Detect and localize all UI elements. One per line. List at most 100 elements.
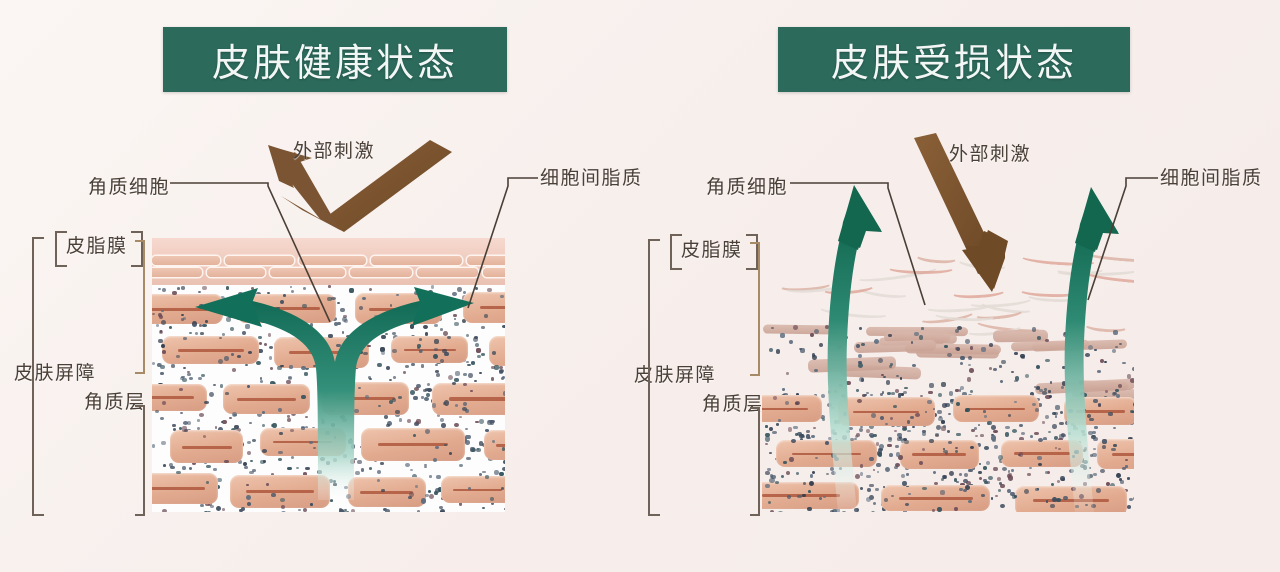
lipid-dot xyxy=(202,286,207,290)
lipid-dot xyxy=(1065,421,1069,425)
lipid-dot xyxy=(201,374,205,377)
lipid-dot xyxy=(1130,378,1134,382)
lipid-dot xyxy=(296,467,299,470)
lipid-dot xyxy=(839,384,842,387)
lipid-dot xyxy=(896,452,901,456)
lipid-dot xyxy=(243,462,247,465)
lipid-dot xyxy=(1082,433,1086,436)
lipid-dot xyxy=(789,457,793,462)
healthy-corneum-bracket-bottom xyxy=(135,405,145,516)
lipid-dot xyxy=(1045,339,1050,342)
lipid-dot xyxy=(389,379,392,381)
lipid-dot xyxy=(490,420,495,424)
sebum-film-flake xyxy=(956,254,1008,272)
damaged-cell-shard xyxy=(763,324,841,334)
healthy-sebum-film-label: 皮脂膜 xyxy=(66,231,128,258)
lipid-dot xyxy=(765,436,770,441)
lipid-dot xyxy=(933,471,936,474)
sebum-film-tile xyxy=(270,268,345,277)
lipid-dot xyxy=(428,490,431,493)
lipid-dot xyxy=(263,460,266,462)
lipid-dot xyxy=(331,423,335,427)
lipid-dot xyxy=(806,430,809,433)
lipid-dot xyxy=(290,286,293,288)
lipid-dot xyxy=(866,497,871,502)
lipid-dot xyxy=(843,412,847,415)
lipid-dot xyxy=(979,463,982,465)
lipid-dot xyxy=(912,426,915,429)
lipid-dot xyxy=(891,392,895,395)
lipid-dot xyxy=(1011,469,1014,472)
lipid-dot xyxy=(351,444,356,449)
lipid-dot xyxy=(287,467,291,471)
lipid-dot xyxy=(403,311,406,314)
lipid-dot xyxy=(305,467,309,471)
healthy-skin-cross-section xyxy=(152,238,505,512)
lipid-dot xyxy=(1127,477,1130,479)
lipid-dot xyxy=(1029,467,1032,469)
lipid-dot xyxy=(1042,391,1047,395)
lipid-dot xyxy=(195,332,199,336)
lipid-dot xyxy=(452,382,456,385)
lipid-dot xyxy=(854,508,859,512)
lipid-dot xyxy=(163,464,166,467)
lipid-dot xyxy=(929,439,934,444)
lipid-dot xyxy=(1015,376,1019,380)
lipid-dot xyxy=(349,288,354,293)
lipid-dot xyxy=(481,353,484,356)
lipid-dot xyxy=(454,322,458,326)
lipid-dot xyxy=(361,468,365,472)
lipid-dot xyxy=(856,433,860,437)
lipid-dot xyxy=(964,473,968,477)
lipid-dot xyxy=(298,509,301,512)
lipid-dot xyxy=(776,423,779,426)
lipid-dot xyxy=(968,469,972,473)
sebum-film-tile xyxy=(207,268,265,277)
lipid-dot xyxy=(856,389,860,392)
lipid-dot xyxy=(242,331,247,335)
lipid-dot xyxy=(301,366,306,370)
corneocyte-cell xyxy=(1001,440,1084,467)
lipid-dot xyxy=(902,481,906,486)
lipid-dot xyxy=(1119,343,1122,345)
lipid-dot xyxy=(267,292,270,294)
lipid-dot xyxy=(249,471,253,474)
lipid-dot xyxy=(873,502,876,505)
lipid-dot xyxy=(920,395,923,397)
lipid-dot xyxy=(1020,354,1025,359)
corneocyte-cell xyxy=(230,475,330,508)
lipid-dot xyxy=(466,361,469,363)
lipid-dot xyxy=(968,356,972,360)
lipid-dot xyxy=(1080,336,1084,339)
lipid-dot xyxy=(447,336,451,339)
lipid-dot xyxy=(215,426,218,428)
lipid-dot xyxy=(1030,435,1034,439)
lipid-dot xyxy=(357,460,362,464)
lipid-dot xyxy=(284,326,288,329)
lipid-dot xyxy=(162,401,166,404)
lipid-dot xyxy=(270,367,273,370)
lipid-dot xyxy=(385,333,388,335)
lipid-dot xyxy=(1050,504,1054,508)
lipid-dot xyxy=(769,348,773,352)
lipid-dot xyxy=(993,430,997,433)
lipid-dot xyxy=(444,352,449,356)
lipid-dot xyxy=(1005,432,1009,436)
lipid-dot xyxy=(169,463,173,467)
lipid-dot xyxy=(425,494,429,497)
lipid-dot xyxy=(256,361,261,366)
lipid-dot xyxy=(228,313,233,317)
lipid-dot xyxy=(810,333,814,336)
lipid-dot xyxy=(901,474,905,478)
lipid-dot xyxy=(449,452,452,455)
lipid-dot xyxy=(1088,345,1093,350)
lipid-dot xyxy=(998,489,1001,492)
lipid-dot xyxy=(1019,452,1023,456)
lipid-dot xyxy=(979,477,982,480)
damaged-intercellular-lipid-label: 细胞间脂质 xyxy=(1160,163,1263,190)
lipid-dot xyxy=(1125,459,1128,461)
lipid-dot xyxy=(182,466,186,470)
corneocyte-cell xyxy=(441,476,505,503)
lipid-dot xyxy=(269,346,273,349)
lipid-dot xyxy=(499,472,504,476)
